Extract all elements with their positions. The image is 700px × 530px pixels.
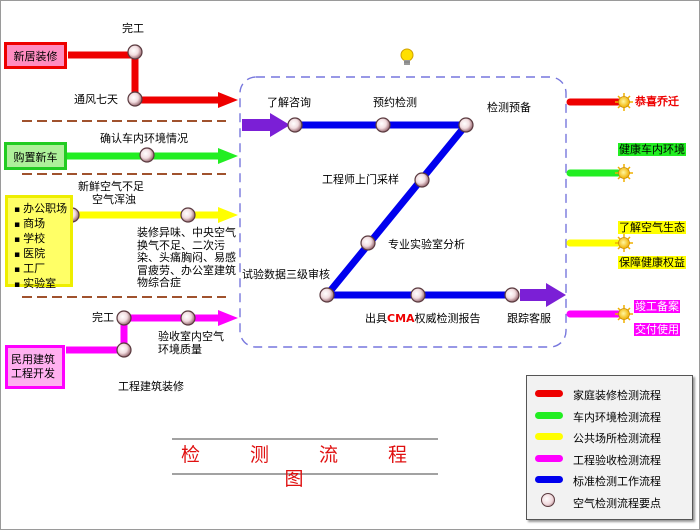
result-acceptance-1: 竣工备案 <box>634 300 680 313</box>
legend-label: 工程验收检测流程 <box>573 453 661 467</box>
label-finish-bottom: 完工 <box>92 311 114 324</box>
label-accept-room: 验收室内空气环境质量 <box>158 330 224 356</box>
node-dot <box>410 287 426 303</box>
public-place-item: 商场 <box>14 217 70 232</box>
exit-arrow <box>520 283 566 307</box>
entry-arrow <box>242 113 290 137</box>
report-prefix: 出具 <box>365 312 387 325</box>
node-dot <box>116 342 132 358</box>
node-dot <box>139 147 155 163</box>
label-symptoms: 装修异味、中央空气换气不足、二次污染、头痛胸闷、易感冒疲劳、办公室建筑物综合症 <box>137 226 236 289</box>
node-dot <box>180 207 196 223</box>
public-place-list: 办公职场商场学校医院工厂实验室 <box>14 202 70 292</box>
report-cma: CMA <box>387 312 415 325</box>
sun-icon <box>615 234 633 252</box>
public-place-item: 医院 <box>14 247 70 262</box>
node-sampling: 工程师上门采样 <box>322 173 399 186</box>
legend-swatch <box>535 433 563 440</box>
public-place-item: 实验室 <box>14 277 70 292</box>
legend-item: 车内环境检测流程 <box>527 406 692 424</box>
legend-item: 标准检测工作流程 <box>527 470 692 488</box>
source-public: 办公职场商场学校医院工厂实验室 <box>5 195 73 290</box>
legend-item: 空气检测流程要点 <box>527 492 692 510</box>
legend-item: 家庭装修检测流程 <box>527 384 692 402</box>
node-consult: 了解咨询 <box>267 96 311 109</box>
node-dot <box>287 117 303 133</box>
sun-icon <box>615 93 633 111</box>
node-dot <box>127 91 143 107</box>
sun-icon <box>615 164 633 182</box>
node-dot <box>360 235 376 251</box>
result-car: 健康车内环境 <box>618 143 686 156</box>
node-followup: 跟踪客服 <box>507 312 551 325</box>
legend-item: 工程验收检测流程 <box>527 449 692 467</box>
diagram-title: 检 测 流 程 图 <box>180 444 430 490</box>
node-dot <box>458 117 474 133</box>
label-fresh-air: 新鲜空气不足 <box>78 180 144 193</box>
lightbulb-icon <box>400 48 414 65</box>
legend-item: 公共场所检测流程 <box>527 427 692 445</box>
yellow-path <box>72 207 238 223</box>
legend-swatch <box>535 454 563 462</box>
source-civil: 民用建筑工程开发 <box>5 345 65 389</box>
report-suffix: 权威检测报告 <box>414 312 481 325</box>
legend-swatch <box>535 411 563 419</box>
sun-icon <box>615 305 633 323</box>
public-place-item: 学校 <box>14 232 70 247</box>
node-dot <box>116 310 132 326</box>
legend-label: 标准检测工作流程 <box>573 475 661 488</box>
node-dot <box>504 287 520 303</box>
legend-label: 空气检测流程要点 <box>573 496 661 510</box>
result-acceptance-2: 交付使用 <box>634 323 680 336</box>
public-place-item: 办公职场 <box>14 202 70 217</box>
result-public-2: 保障健康权益 <box>618 256 686 269</box>
label-confirm-car: 确认车内环境情况 <box>100 132 188 145</box>
label-construction: 工程建筑装修 <box>118 380 184 393</box>
node-reserve: 预约检测 <box>373 96 417 109</box>
result-home: 恭喜乔迁 <box>635 95 679 108</box>
node-report: 出具CMA权威检测报告 <box>365 312 481 325</box>
legend-label: 公共场所检测流程 <box>573 432 661 445</box>
legend-swatch <box>535 476 563 483</box>
legend-swatch <box>535 390 563 397</box>
node-prepare: 检测预备 <box>487 101 531 114</box>
node-dot <box>319 287 335 303</box>
process-box <box>239 76 567 348</box>
node-dot <box>375 117 391 133</box>
label-ventilate: 通风七天 <box>74 93 118 106</box>
node-dot <box>414 172 430 188</box>
source-home: 新居装修 <box>4 42 67 69</box>
legend-label: 家庭装修检测流程 <box>573 389 661 402</box>
node-dot <box>180 310 196 326</box>
label-dirty-air: 空气浑浊 <box>92 193 136 206</box>
public-place-item: 工厂 <box>14 262 70 277</box>
node-lab: 专业实验室分析 <box>388 238 465 251</box>
label-finish-top: 完工 <box>122 22 144 35</box>
node-review: 试验数据三级审核 <box>242 268 330 281</box>
legend-label: 车内环境检测流程 <box>573 410 661 424</box>
node-dot <box>127 44 143 60</box>
node-dot-icon <box>541 492 555 507</box>
result-public-1: 了解空气生态 <box>618 221 686 234</box>
source-car: 购置新车 <box>4 142 67 170</box>
legend: 家庭装修检测流程车内环境检测流程公共场所检测流程工程验收检测流程标准检测工作流程… <box>526 375 693 520</box>
